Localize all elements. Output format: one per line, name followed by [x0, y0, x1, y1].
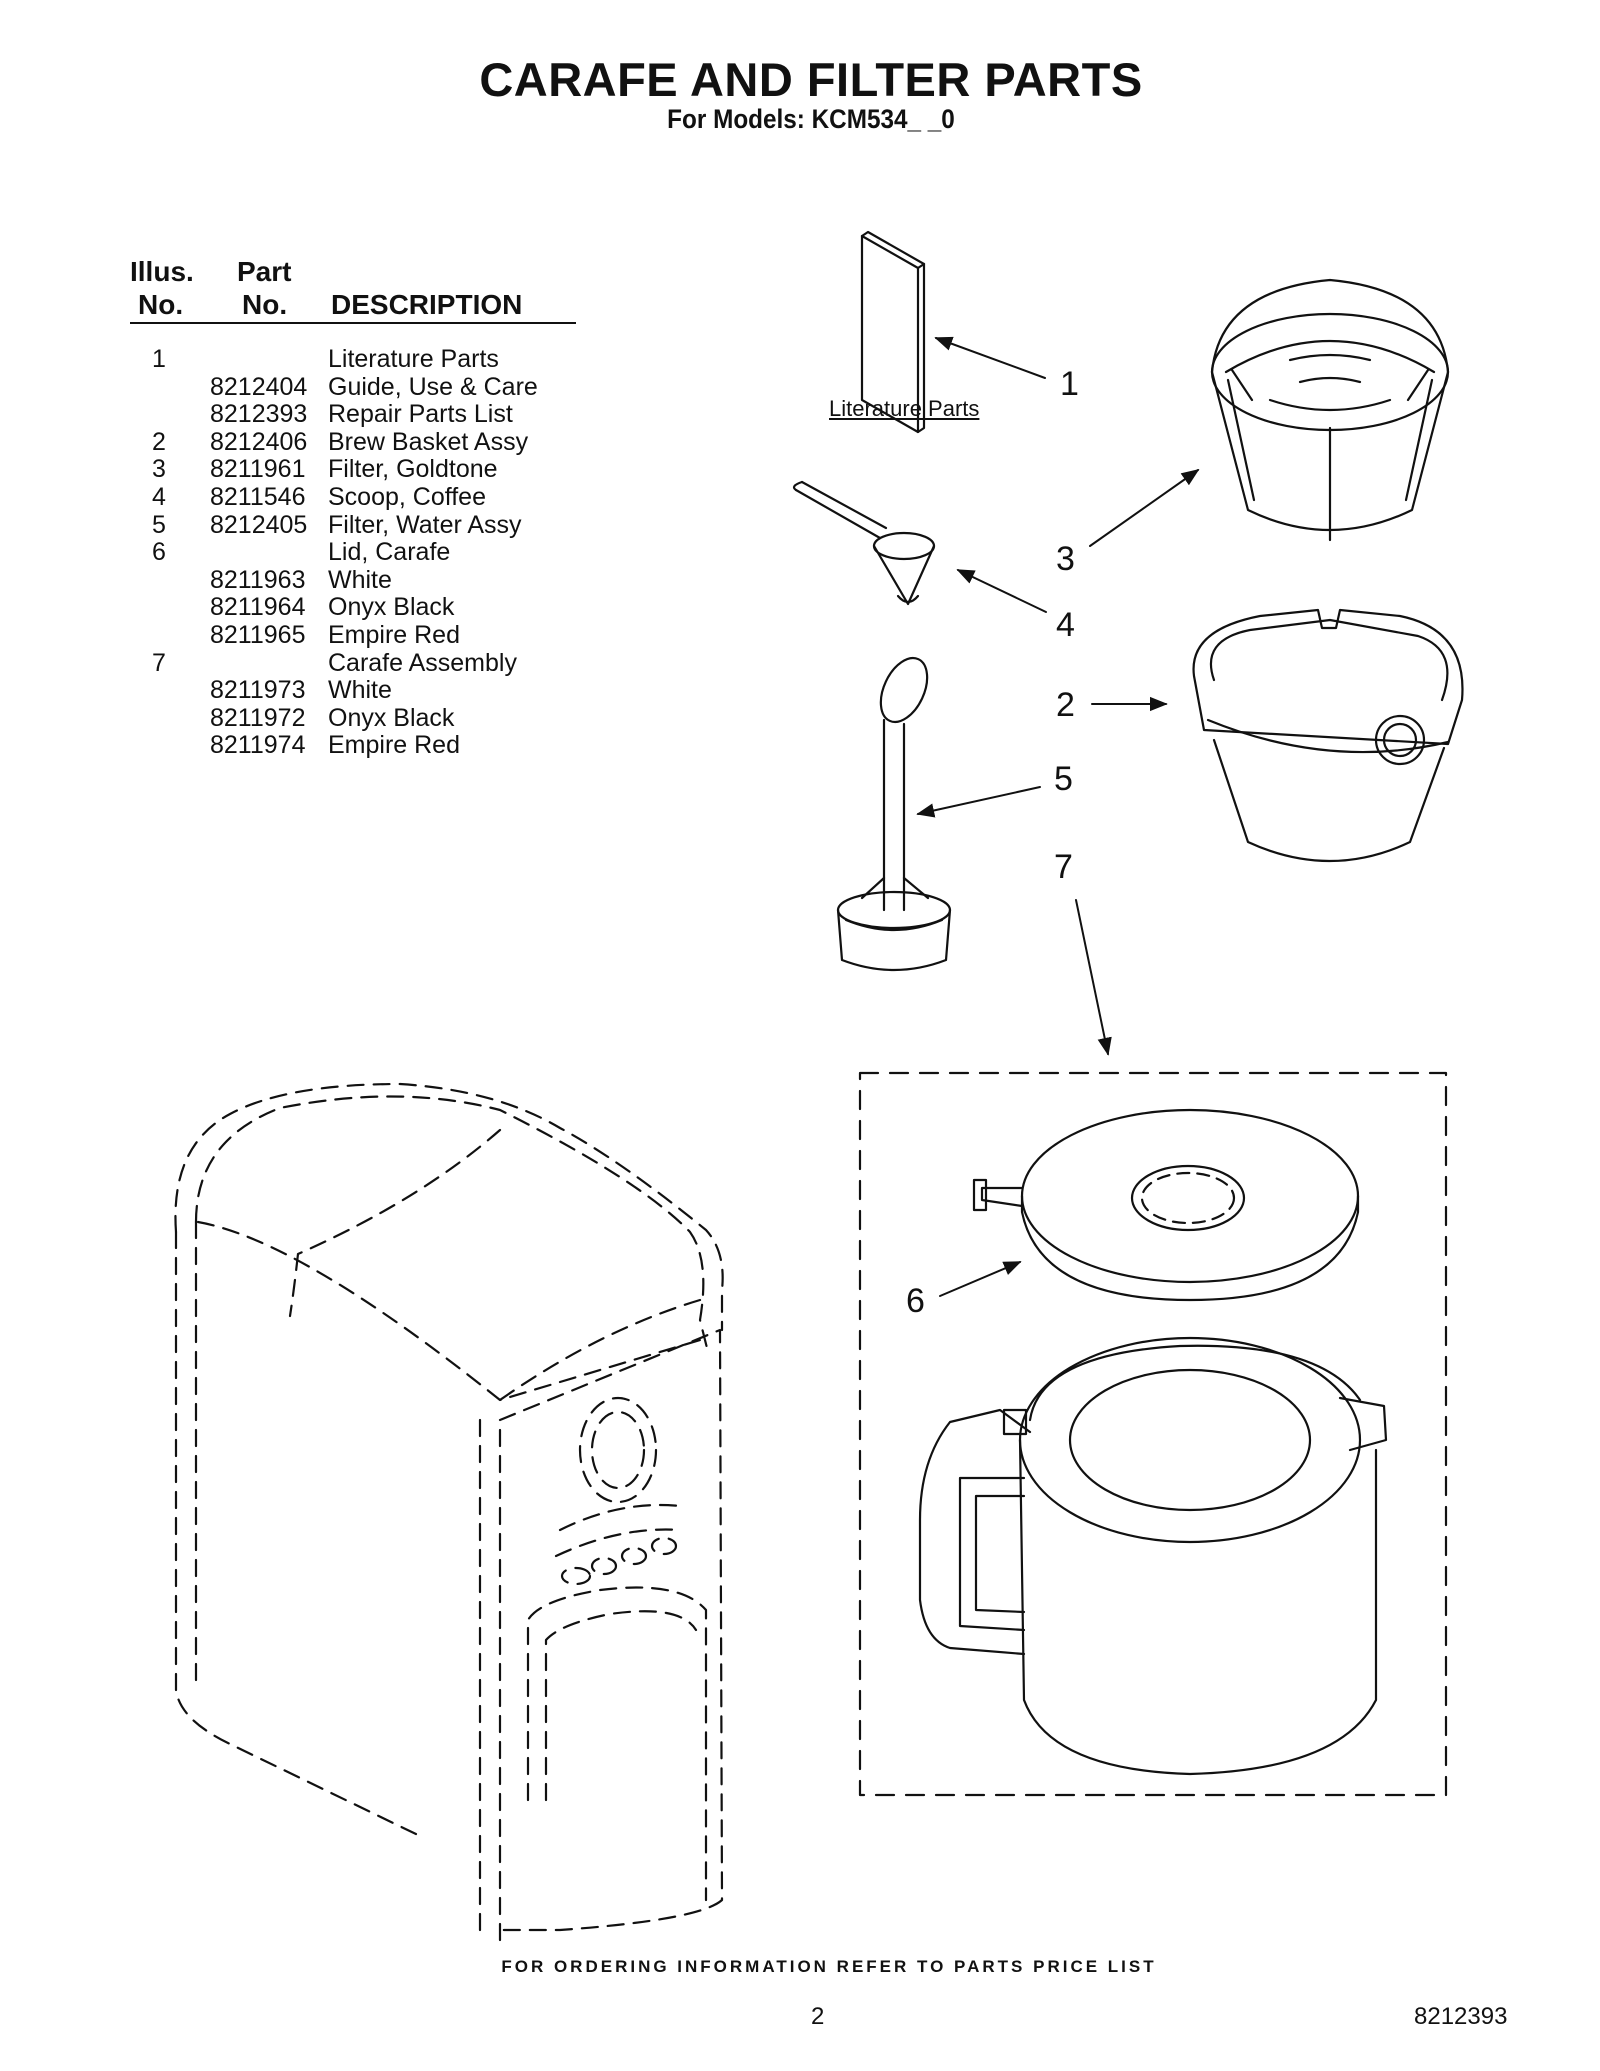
- part-description: Literature Parts: [328, 345, 499, 373]
- illus-number: 2: [152, 427, 166, 456]
- literature-booklet-drawing: [860, 230, 926, 434]
- header-illus-line1: Illus.: [130, 256, 194, 287]
- brew-basket-drawing: [1192, 608, 1464, 863]
- part-description: Onyx Black: [328, 593, 455, 622]
- part-description: White: [328, 565, 392, 594]
- document-number: 8212393: [1414, 2003, 1508, 2030]
- part-description: Lid, Carafe: [328, 538, 451, 567]
- coffee-maker-outline-drawing: [174, 1082, 724, 1942]
- part-number: 8212404: [210, 372, 308, 401]
- part-description: Carafe Assembly: [328, 648, 517, 677]
- header-part-line2: No.: [242, 289, 288, 320]
- water-filter-drawing: [836, 656, 952, 972]
- page-number: 2: [811, 2003, 825, 2030]
- literature-parts-label: Literature Parts: [829, 396, 980, 421]
- goldtone-filter-drawing: [1210, 278, 1450, 542]
- part-number: 8211964: [210, 593, 306, 622]
- part-number: 8211546: [210, 482, 306, 511]
- page-subtitle: For Models: KCM534_ _0: [667, 104, 955, 134]
- callout-2: 2: [1056, 686, 1075, 724]
- part-description: White: [328, 676, 392, 705]
- part-description: Filter, Goldtone: [328, 455, 498, 484]
- illus-number: 1: [152, 345, 166, 373]
- callout-4: 4: [1056, 606, 1075, 644]
- header-rule: [130, 322, 576, 324]
- part-number: 8211973: [210, 676, 306, 705]
- carafe-drawing: [918, 1336, 1388, 1776]
- part-description: Empire Red: [328, 731, 460, 760]
- part-number: 8211965: [210, 620, 306, 649]
- part-description: Brew Basket Assy: [328, 427, 529, 456]
- part-number: 8211963: [210, 565, 306, 594]
- carafe-assembly-box: [858, 1071, 1448, 1797]
- callout-1: 1: [1060, 365, 1079, 403]
- part-description: Empire Red: [328, 620, 460, 649]
- header-description: DESCRIPTION: [331, 289, 523, 320]
- callout-6: 6: [906, 1282, 925, 1320]
- ordering-note: FOR ORDERING INFORMATION REFER TO PARTS …: [501, 1957, 1157, 1976]
- coffee-scoop-drawing: [792, 480, 936, 606]
- illus-number: 6: [152, 538, 166, 567]
- part-number: 8212405: [210, 510, 308, 539]
- illus-number: 7: [152, 648, 166, 677]
- callout-arrows: [916, 336, 1200, 1297]
- part-number: 8211972: [210, 703, 306, 732]
- illus-number: 4: [152, 482, 166, 511]
- header-illus-line2: No.: [138, 289, 184, 320]
- part-number: 8212393: [210, 400, 308, 429]
- part-number: 8211974: [210, 731, 306, 760]
- carafe-lid-drawing: [972, 1108, 1360, 1302]
- part-description: Guide, Use & Care: [328, 372, 538, 401]
- callout-3: 3: [1056, 540, 1075, 578]
- part-description: Repair Parts List: [328, 400, 513, 429]
- callout-5: 5: [1054, 760, 1073, 798]
- callout-7: 7: [1054, 848, 1073, 886]
- part-number: 8212406: [210, 427, 308, 456]
- header-part-line1: Part: [237, 256, 292, 287]
- page-title: CARAFE AND FILTER PARTS: [479, 53, 1143, 106]
- illus-number: 5: [152, 510, 166, 539]
- part-description: Scoop, Coffee: [328, 482, 486, 511]
- part-description: Filter, Water Assy: [328, 510, 522, 539]
- part-description: Onyx Black: [328, 703, 455, 732]
- part-number: 8211961: [210, 455, 306, 484]
- illus-number: 3: [152, 455, 166, 484]
